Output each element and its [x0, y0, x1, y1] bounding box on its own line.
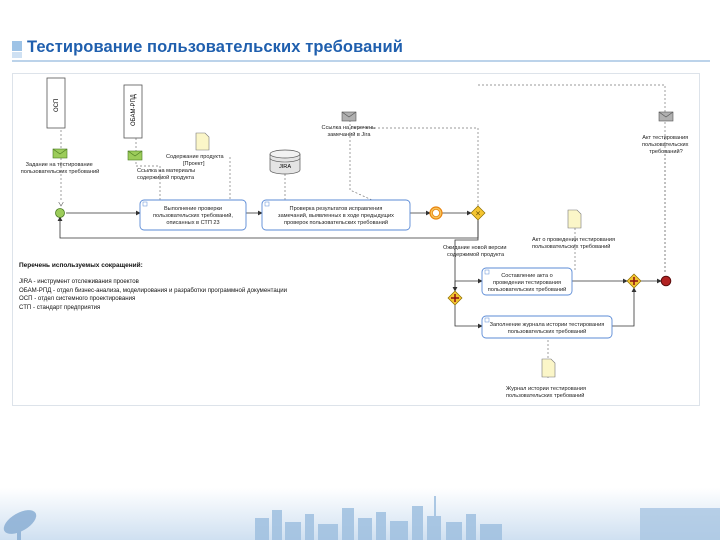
document-icon — [567, 209, 582, 229]
slide-header: Тестирование пользовательских требований — [0, 0, 720, 75]
message-jira-label: Ссылка на перечень замечаний в Jira — [322, 125, 377, 138]
header-rule — [12, 60, 710, 62]
svg-text:Заполнение журнала истории тес: Заполнение журнала истории тестированияп… — [490, 322, 605, 335]
pool-obam: ОБАМ-РПД — [123, 84, 143, 139]
message-task-label: Задание на тестирование пользовательских… — [21, 162, 99, 175]
city-skyline — [255, 496, 502, 540]
flow-gateway-split — [452, 220, 479, 292]
gateway-parallel-join — [626, 273, 642, 289]
document-content-label: Содержание продукта [Проект] — [166, 154, 225, 167]
document-act-label: Акт о проведении тестирования пользовате… — [532, 237, 617, 250]
envelope-icon — [52, 148, 68, 159]
gateway-exclusive: × — [470, 205, 486, 221]
end-event — [660, 275, 672, 287]
intermediate-timer-event — [429, 206, 443, 220]
sequence-flows — [57, 210, 662, 329]
flow-split-t3 — [454, 278, 483, 291]
envelope-icon — [127, 150, 143, 161]
abbreviations-heading: Перечень используемых сокращений: — [19, 262, 143, 269]
pool-label-obam: ОБАМ-РПД — [131, 94, 137, 126]
svg-text:Проверка результатов исправлен: Проверка результатов исправлениязамечани… — [278, 206, 394, 226]
message-flows — [61, 84, 666, 378]
page-title: Тестирование пользовательских требований — [27, 38, 403, 56]
envelope-icon — [341, 111, 357, 122]
abbreviation-item: JIRA - инструмент отслеживания проектов — [19, 278, 139, 285]
pool-osp: ОСП — [46, 77, 66, 129]
start-event — [55, 208, 65, 218]
satellite-dish-icon — [3, 510, 37, 540]
envelope-icon — [658, 111, 674, 122]
message-materials-label: Ссылка на материалы содержимой продукта — [137, 168, 197, 181]
document-journal-label: Журнал истории тестирования пользователь… — [506, 386, 588, 399]
flow-split-t4 — [454, 303, 483, 329]
diagram-frame — [12, 73, 700, 406]
flow-t4-join — [612, 287, 637, 327]
message-act-label: Акт тестирования пользовательских требов… — [642, 135, 690, 155]
datastore-jira: JIRA — [269, 149, 301, 175]
document-icon — [541, 358, 556, 378]
footer-decoration — [0, 488, 720, 540]
header-accent-light — [12, 52, 22, 58]
datastore-label: JIRA — [279, 164, 291, 170]
office-people-image — [640, 508, 720, 540]
document-icon — [195, 132, 210, 151]
gateway-parallel-split — [447, 290, 463, 306]
event-label: Ожидание новой версии содержимой продукт… — [443, 244, 508, 258]
abbreviations-legend: Перечень используемых сокращений: JIRA -… — [19, 262, 287, 312]
abbreviation-item: ОСП - отдел системного проектирования — [19, 295, 136, 303]
abbreviation-item: ОБАМ-РПД - отдел бизнес-анализа, моделир… — [19, 286, 288, 294]
header-accent — [12, 41, 22, 51]
abbreviation-item: СТП - стандарт предприятия — [19, 303, 101, 311]
pool-label-osp: ОСП — [54, 99, 60, 112]
svg-text:×: × — [475, 210, 481, 218]
